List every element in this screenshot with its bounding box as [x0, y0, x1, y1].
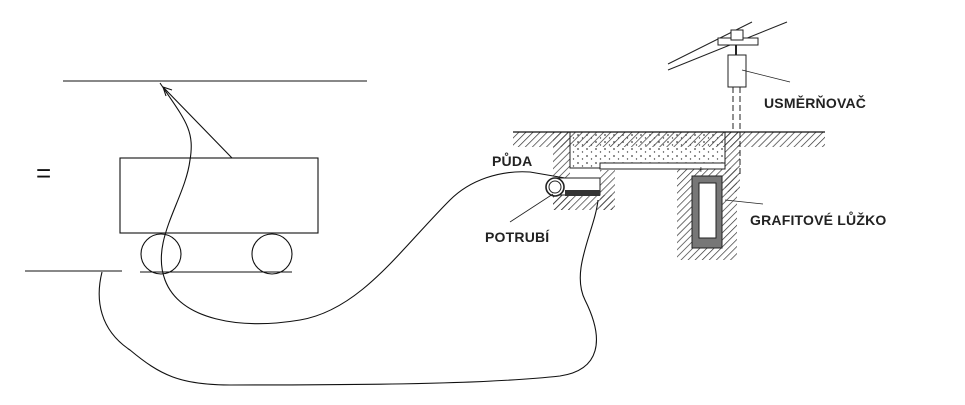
feed-wire	[159, 82, 566, 325]
graphite-anode	[698, 182, 717, 239]
wheel	[140, 233, 182, 275]
pipe-label: POTRUBÍ	[485, 229, 550, 245]
pantograph	[162, 86, 233, 159]
soil-label: PŮDA	[492, 153, 533, 169]
plus-sign: +	[698, 165, 704, 176]
graphite-bed-label: GRAFITOVÉ LŮŽKO	[750, 212, 887, 228]
ground-section: +	[509, 21, 825, 260]
dc-symbol: =	[36, 158, 52, 188]
return-wire	[98, 199, 599, 386]
wheel	[251, 233, 293, 275]
concrete-fill	[569, 131, 726, 169]
rectifier-label: USMĚRŇOVAČ	[764, 95, 867, 111]
tram-system	[25, 80, 599, 386]
rectifier	[727, 54, 747, 88]
tram-car	[119, 157, 319, 234]
